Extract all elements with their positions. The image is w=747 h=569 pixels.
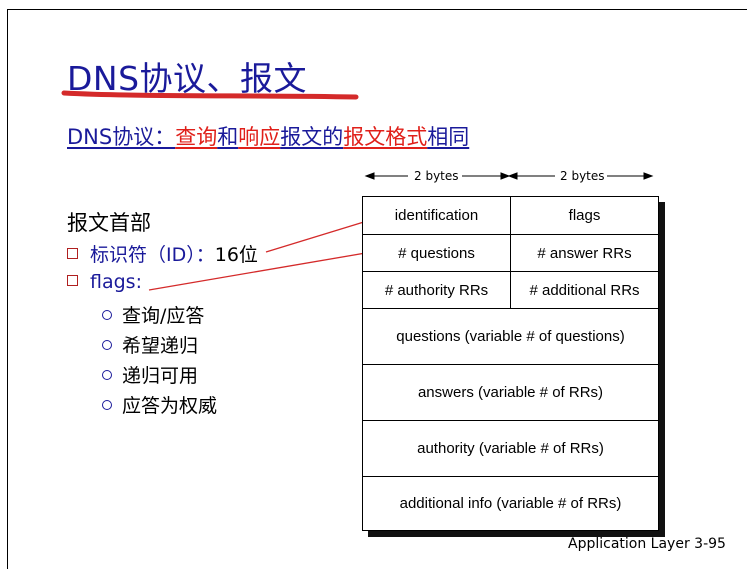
circle-bullet-icon (102, 309, 112, 320)
subtitle-part: 相同 (427, 125, 470, 149)
flag-item-label: 查询/应答 (122, 305, 205, 327)
flag-item-label: 应答为权威 (122, 395, 218, 417)
subtitle-part: DNS协议： (67, 125, 176, 149)
slide-title: DNS协议、报文 (67, 59, 308, 98)
field-authority-rrs-count: # authority RRs (362, 271, 511, 309)
subtitle-part: 响应 (238, 125, 281, 149)
dns-message-format-table: identification flags # questions # answe… (362, 196, 659, 531)
flag-item-label: 希望递归 (122, 335, 199, 357)
field-questions-count: # questions (362, 234, 511, 272)
section-questions: questions (variable # of questions) (362, 308, 659, 365)
flag-item: 希望递归 (102, 331, 198, 358)
circle-bullet-icon (102, 369, 112, 380)
bytes-arrows (364, 172, 654, 180)
square-bullet-icon (67, 275, 78, 286)
section-answers: answers (variable # of RRs) (362, 364, 659, 421)
section-additional-info: additional info (variable # of RRs) (362, 476, 659, 531)
slide-frame (7, 9, 747, 569)
bullet-value: 16位 (214, 244, 258, 266)
subtitle-part: 报文的 (280, 125, 344, 149)
title-underline-stroke (61, 90, 359, 100)
subtitle-part: 查询 (175, 125, 218, 149)
flag-item: 应答为权威 (102, 391, 217, 418)
flag-item: 查询/应答 (102, 301, 204, 328)
flag-item-label: 递归可用 (122, 365, 199, 387)
bytes-label: 2 bytes (560, 169, 605, 183)
subtitle-part: 报文格式 (343, 125, 428, 149)
subtitle: DNS协议：查询和响应报文的报文格式相同 (67, 121, 469, 151)
slide-footer: Application Layer 3-95 (568, 536, 726, 552)
circle-bullet-icon (102, 399, 112, 410)
circle-bullet-icon (102, 339, 112, 350)
bytes-label: 2 bytes (414, 169, 459, 183)
bullet-label: flags: (90, 271, 142, 293)
field-identification: identification (362, 196, 511, 235)
section-authority: authority (variable # of RRs) (362, 420, 659, 477)
header-heading: 报文首部 (67, 211, 151, 235)
subtitle-part: 和 (217, 125, 239, 149)
field-flags: flags (510, 196, 659, 235)
bullet-label: 标识符（ID）： (90, 244, 215, 266)
bullet-id: 标识符（ID）：16位 (67, 240, 258, 267)
field-additional-rrs-count: # additional RRs (510, 271, 659, 309)
bullet-flags: flags: (67, 271, 142, 293)
field-answer-rrs-count: # answer RRs (510, 234, 659, 272)
square-bullet-icon (67, 248, 78, 259)
flag-item: 递归可用 (102, 361, 198, 388)
